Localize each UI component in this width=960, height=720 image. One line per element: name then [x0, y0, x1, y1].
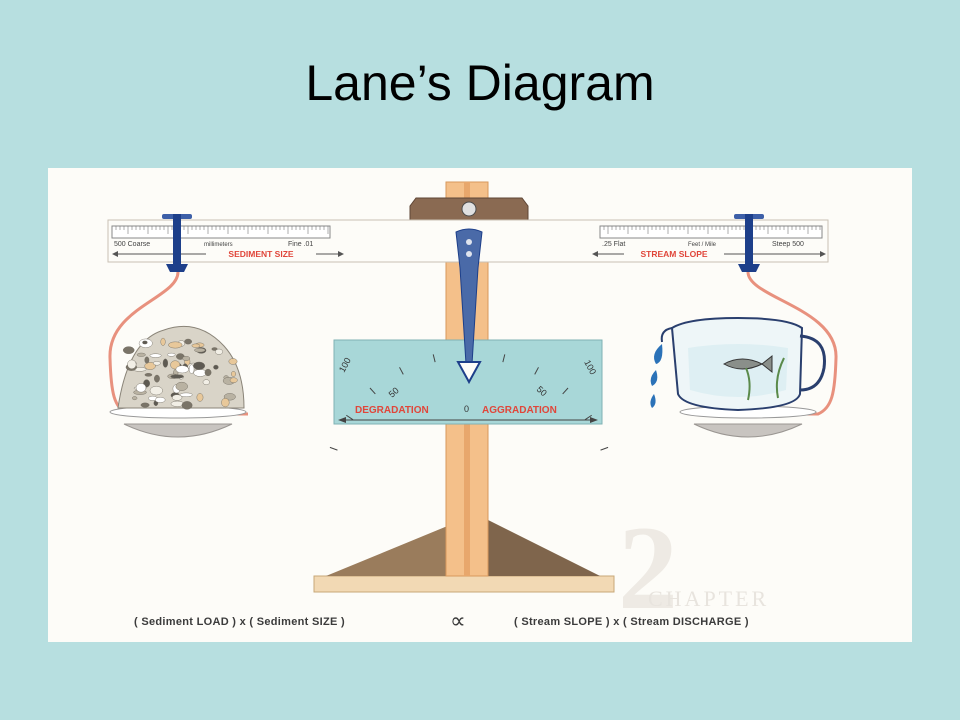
gauge-tick-mark — [432, 354, 436, 363]
pebble — [193, 361, 206, 370]
pebble — [229, 377, 238, 383]
watermark-number: 2 — [618, 501, 678, 634]
gauge-tick-mark — [329, 446, 338, 451]
pebble — [132, 396, 138, 401]
pebble — [168, 341, 183, 349]
water-drops — [650, 344, 663, 408]
pebble — [170, 374, 184, 379]
pebble — [202, 379, 210, 385]
pebble — [122, 346, 135, 354]
balance-illustration: 2 CHAPTER 500 Coarse millimeters Fine .0… — [107, 181, 838, 634]
gauge-tick-mark — [502, 354, 506, 363]
pebble — [136, 352, 146, 357]
pebble — [167, 352, 176, 357]
left-scale-end-left: 500 Coarse — [114, 241, 150, 248]
pebble — [171, 394, 183, 401]
gauge-tick-mark — [346, 414, 354, 421]
left-scale-unit: millimeters — [204, 242, 233, 248]
pivot-bolt — [461, 201, 477, 217]
pebble — [191, 343, 201, 348]
gauge-tick-mark — [562, 387, 569, 395]
pebble — [215, 348, 223, 355]
pebble — [221, 398, 230, 408]
right-ruler-ticks — [603, 226, 821, 234]
right-scale-end-left: .25 Flat — [602, 241, 625, 248]
pebble — [175, 381, 188, 391]
pebble — [228, 358, 238, 365]
left-scale-arrowhead-left — [112, 251, 118, 257]
pebble — [231, 371, 236, 377]
formula-right: ( Stream SLOPE ) x ( Stream DISCHARGE ) — [514, 616, 749, 628]
gauge-tick-left-50: 50 — [387, 385, 401, 399]
gauge-arrowhead-left — [338, 417, 346, 423]
left-clamp — [162, 214, 192, 272]
pebble — [184, 338, 192, 345]
pebble — [144, 362, 156, 370]
right-clamp — [734, 214, 764, 272]
slide-title: Lane’s Diagram — [305, 55, 655, 111]
water-pitcher-image — [660, 316, 826, 412]
pebble — [175, 365, 189, 374]
pebble — [142, 340, 148, 345]
pebble — [149, 385, 163, 396]
pebble — [181, 401, 193, 410]
gauge-tick-mark — [534, 367, 539, 375]
pebble — [144, 373, 153, 377]
pebble — [196, 393, 204, 402]
right-scale-label-bg — [624, 248, 724, 259]
gauge-tick-right-50: 50 — [535, 384, 549, 398]
left-ruler-ticks — [115, 226, 329, 234]
pebble — [135, 383, 147, 393]
pebble — [144, 356, 150, 364]
pebble — [182, 356, 191, 361]
base-wedge-shade — [462, 520, 600, 576]
gauge-arrowhead-right — [590, 417, 598, 423]
pebble — [160, 337, 166, 346]
right-ruler — [599, 225, 823, 239]
pebble — [140, 402, 150, 408]
degradation-label: DEGRADATION — [355, 405, 429, 416]
right-scale-end-right: Steep 500 — [772, 241, 804, 248]
pebble — [149, 353, 162, 358]
sediment-size-label: SEDIMENT SIZE — [228, 249, 294, 259]
formula-left: ( Sediment LOAD ) x ( Sediment SIZE ) — [134, 616, 345, 628]
gauge-tick-mark — [369, 387, 376, 395]
pebble — [153, 361, 161, 366]
aggradation-label: AGGRADATION — [482, 405, 557, 416]
gauge-tick-mark — [584, 414, 592, 421]
proportional-symbol: ∝ — [450, 608, 467, 633]
pebble — [213, 364, 219, 370]
pebble — [194, 347, 206, 353]
gauge-tick-mark — [399, 367, 404, 375]
watermark-text: CHAPTER — [648, 586, 769, 611]
right-scale-arrowhead-left — [592, 251, 598, 257]
left-scale-arrowhead-right — [338, 251, 344, 257]
pebble — [188, 364, 195, 374]
left-pan — [109, 405, 247, 438]
right-scale-unit: Feet / Mile — [688, 242, 717, 248]
gauge-tick-mark — [600, 446, 609, 451]
pebble — [155, 397, 166, 403]
right-hanger — [698, 271, 838, 416]
pebble — [127, 359, 137, 370]
gauge-pointer — [455, 228, 483, 385]
left-scale-label-bg — [206, 248, 316, 259]
left-scale-end-right: Fine .01 — [288, 241, 313, 248]
stream-slope-label: STREAM SLOPE — [640, 249, 707, 259]
right-scale-arrowhead-right — [820, 251, 826, 257]
gauge-center-zero: 0 — [464, 404, 469, 414]
right-pan — [679, 405, 817, 438]
sediment-pile-image — [117, 325, 245, 410]
lanes-balance-diagram: 2 CHAPTER 500 Coarse millimeters Fine .0… — [48, 168, 912, 642]
left-ruler — [111, 225, 331, 239]
pebble — [154, 374, 160, 383]
pebble — [204, 368, 212, 377]
pebble — [179, 392, 193, 397]
balance-base — [313, 575, 615, 593]
pebble — [162, 358, 168, 368]
